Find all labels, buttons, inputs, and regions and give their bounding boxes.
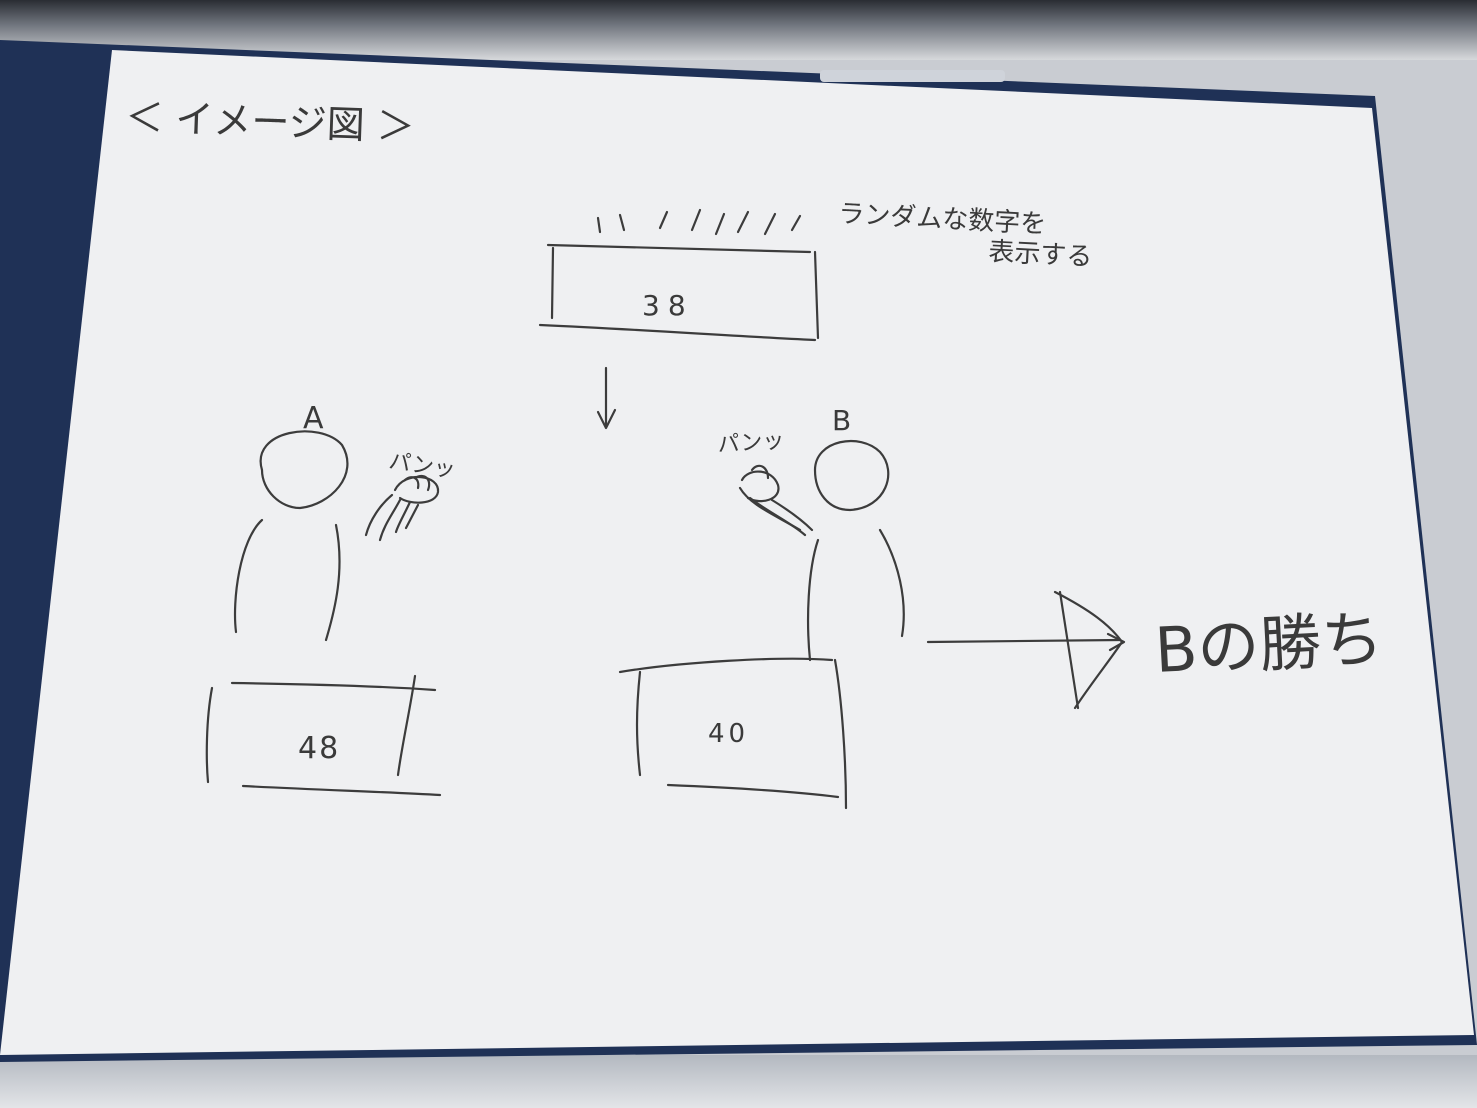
paper-sheet [0,50,1474,1055]
result-text: Bの勝ち [1153,602,1385,687]
player-a-number: 48 [298,731,340,766]
victory-arrow-icon [926,590,1126,710]
player-a-number-box [205,674,442,797]
random-number-display [538,243,820,342]
player-b-sound-effect: パンッ [717,428,786,458]
annotation-line-2: 表示する [988,237,1093,272]
desk-background-top [0,0,1477,60]
player-b-figure [806,439,905,662]
target-number: 38 [642,289,694,322]
player-b-number: 40 [708,719,749,749]
desk-background-bottom [0,1055,1477,1108]
player-a-hand [364,474,440,542]
player-b-hand [738,464,814,537]
player-b-label: B [832,404,851,437]
player-b-number-box [618,657,848,810]
binder-clip [820,70,1005,82]
player-a-label: A [303,401,324,436]
page-title: ＜ イメージ図 ＞ [125,95,416,149]
player-a-figure [233,430,349,642]
display-glow-marks [596,208,802,236]
down-arrow-icon [596,366,617,430]
